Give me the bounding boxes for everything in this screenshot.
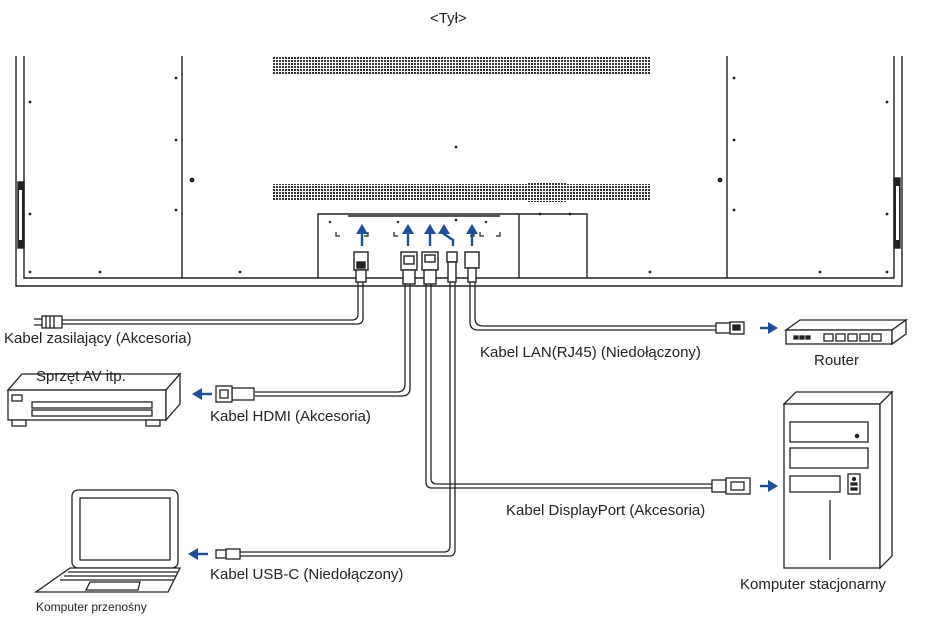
av-device-icon bbox=[6, 372, 182, 427]
hdmi-cable-label: Kabel HDMI (Akcesoria) bbox=[210, 408, 371, 425]
desktop-computer-label: Komputer stacjonarny bbox=[740, 576, 886, 593]
av-device-label: Sprzęt AV itp. bbox=[36, 368, 126, 385]
lan-cable-label: Kabel LAN(RJ45) (Niedołączony) bbox=[480, 344, 701, 361]
laptop-label: Komputer przenośny bbox=[36, 600, 147, 614]
laptop-icon bbox=[33, 489, 182, 593]
desktop-computer-icon bbox=[782, 390, 894, 570]
usbc-cable-label: Kabel USB-C (Niedołączony) bbox=[210, 566, 404, 583]
router-label: Router bbox=[814, 352, 860, 369]
screws bbox=[28, 76, 889, 274]
vent-grille-top bbox=[272, 56, 650, 74]
page-title: <Tył> bbox=[430, 10, 467, 27]
vent-grille-bottom bbox=[272, 184, 650, 200]
monitor-back bbox=[15, 56, 903, 287]
displayport-cable-label: Kabel DisplayPort (Akcesoria) bbox=[506, 502, 706, 519]
router-icon bbox=[783, 318, 909, 346]
cables bbox=[62, 282, 716, 557]
port-arrows bbox=[356, 224, 478, 246]
port-plugs bbox=[353, 251, 480, 285]
device-arrows bbox=[188, 322, 778, 560]
cable-end-plugs bbox=[34, 315, 751, 560]
power-cable-label: Kabel zasilający (Akcesoria) bbox=[4, 330, 192, 347]
